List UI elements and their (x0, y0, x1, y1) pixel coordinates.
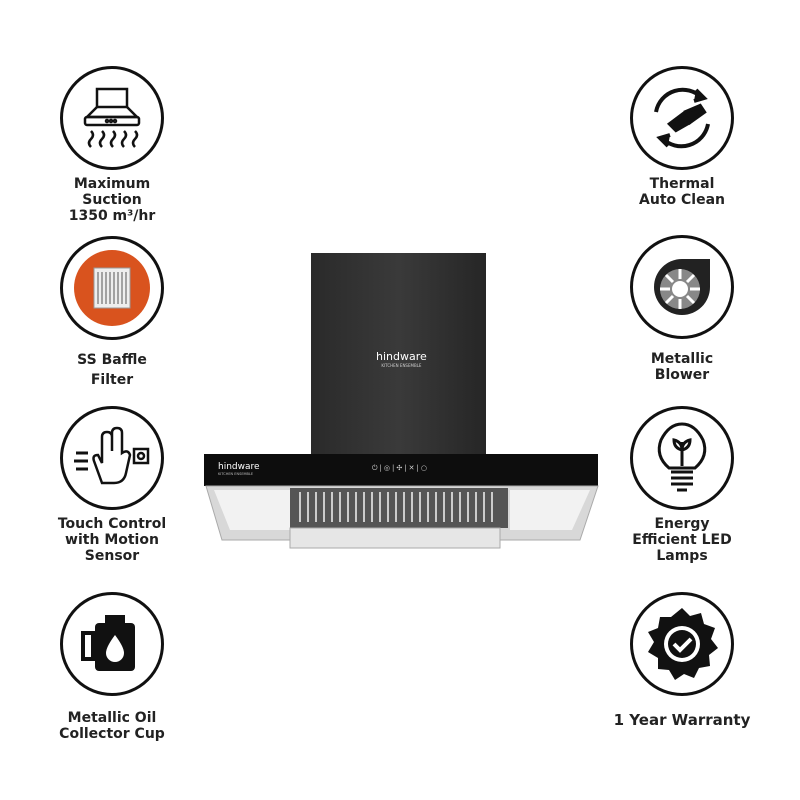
led-bulb-icon (630, 406, 734, 510)
touch-controls[interactable]: ⏻|◎|✣|✕|○ (372, 464, 429, 473)
feature-label: Efficient LED (632, 532, 732, 548)
feature-label: Blower (654, 367, 710, 383)
feature-label: with Motion (65, 532, 159, 548)
feature-label: Maximum (73, 176, 151, 192)
hood-glass-panel: hindware KITCHEN ENSEMBLE ⏻|◎|✣|✕|○ (204, 454, 598, 486)
feature-label: Sensor (84, 548, 140, 564)
baffle-filter-icon (60, 236, 164, 340)
hand-wave-icon (60, 406, 164, 510)
feature-label: SS Baffle (77, 352, 147, 368)
control-button[interactable]: | (416, 464, 421, 472)
control-button[interactable]: ◎ (383, 464, 393, 472)
control-button[interactable]: ✣ (396, 464, 405, 472)
feature-label: Auto Clean (639, 192, 725, 208)
feature-warranty: 1 Year Warranty (597, 592, 767, 728)
feature-label: 1350 m³/hr (68, 208, 156, 224)
blower-icon (630, 235, 734, 339)
control-button[interactable]: | (404, 464, 409, 472)
feature-label: Metallic (650, 351, 714, 367)
feature-label: 1 Year Warranty (613, 711, 751, 729)
control-button[interactable]: | (392, 464, 397, 472)
feature-label: Thermal (649, 176, 715, 192)
feature-label: Filter (90, 372, 134, 388)
oil-cup-icon (60, 592, 164, 696)
warranty-badge-icon (630, 592, 734, 696)
control-button[interactable]: ⏻ (372, 464, 380, 472)
feature-label: Energy (654, 516, 710, 532)
brand-subtitle: KITCHEN ENSEMBLE (381, 363, 422, 368)
feature-label: Lamps (656, 548, 708, 564)
control-button[interactable]: | (379, 464, 384, 472)
chimney-hood-icon (60, 66, 164, 170)
feature-label: Touch Control (57, 516, 167, 532)
brand-subtitle: KITCHEN ENSEMBLE (218, 472, 254, 476)
hood-chimney: hindware KITCHEN ENSEMBLE (311, 253, 486, 457)
feature-label: Suction (82, 192, 142, 208)
brand-logo: hindware (376, 350, 427, 363)
feature-label: Metallic Oil (67, 710, 157, 726)
auto-clean-icon (630, 66, 734, 170)
control-button[interactable]: ✕ (408, 464, 417, 472)
feature-label: Collector Cup (59, 726, 165, 742)
brand-logo: hindware (218, 462, 260, 472)
control-button[interactable]: ○ (420, 464, 429, 472)
